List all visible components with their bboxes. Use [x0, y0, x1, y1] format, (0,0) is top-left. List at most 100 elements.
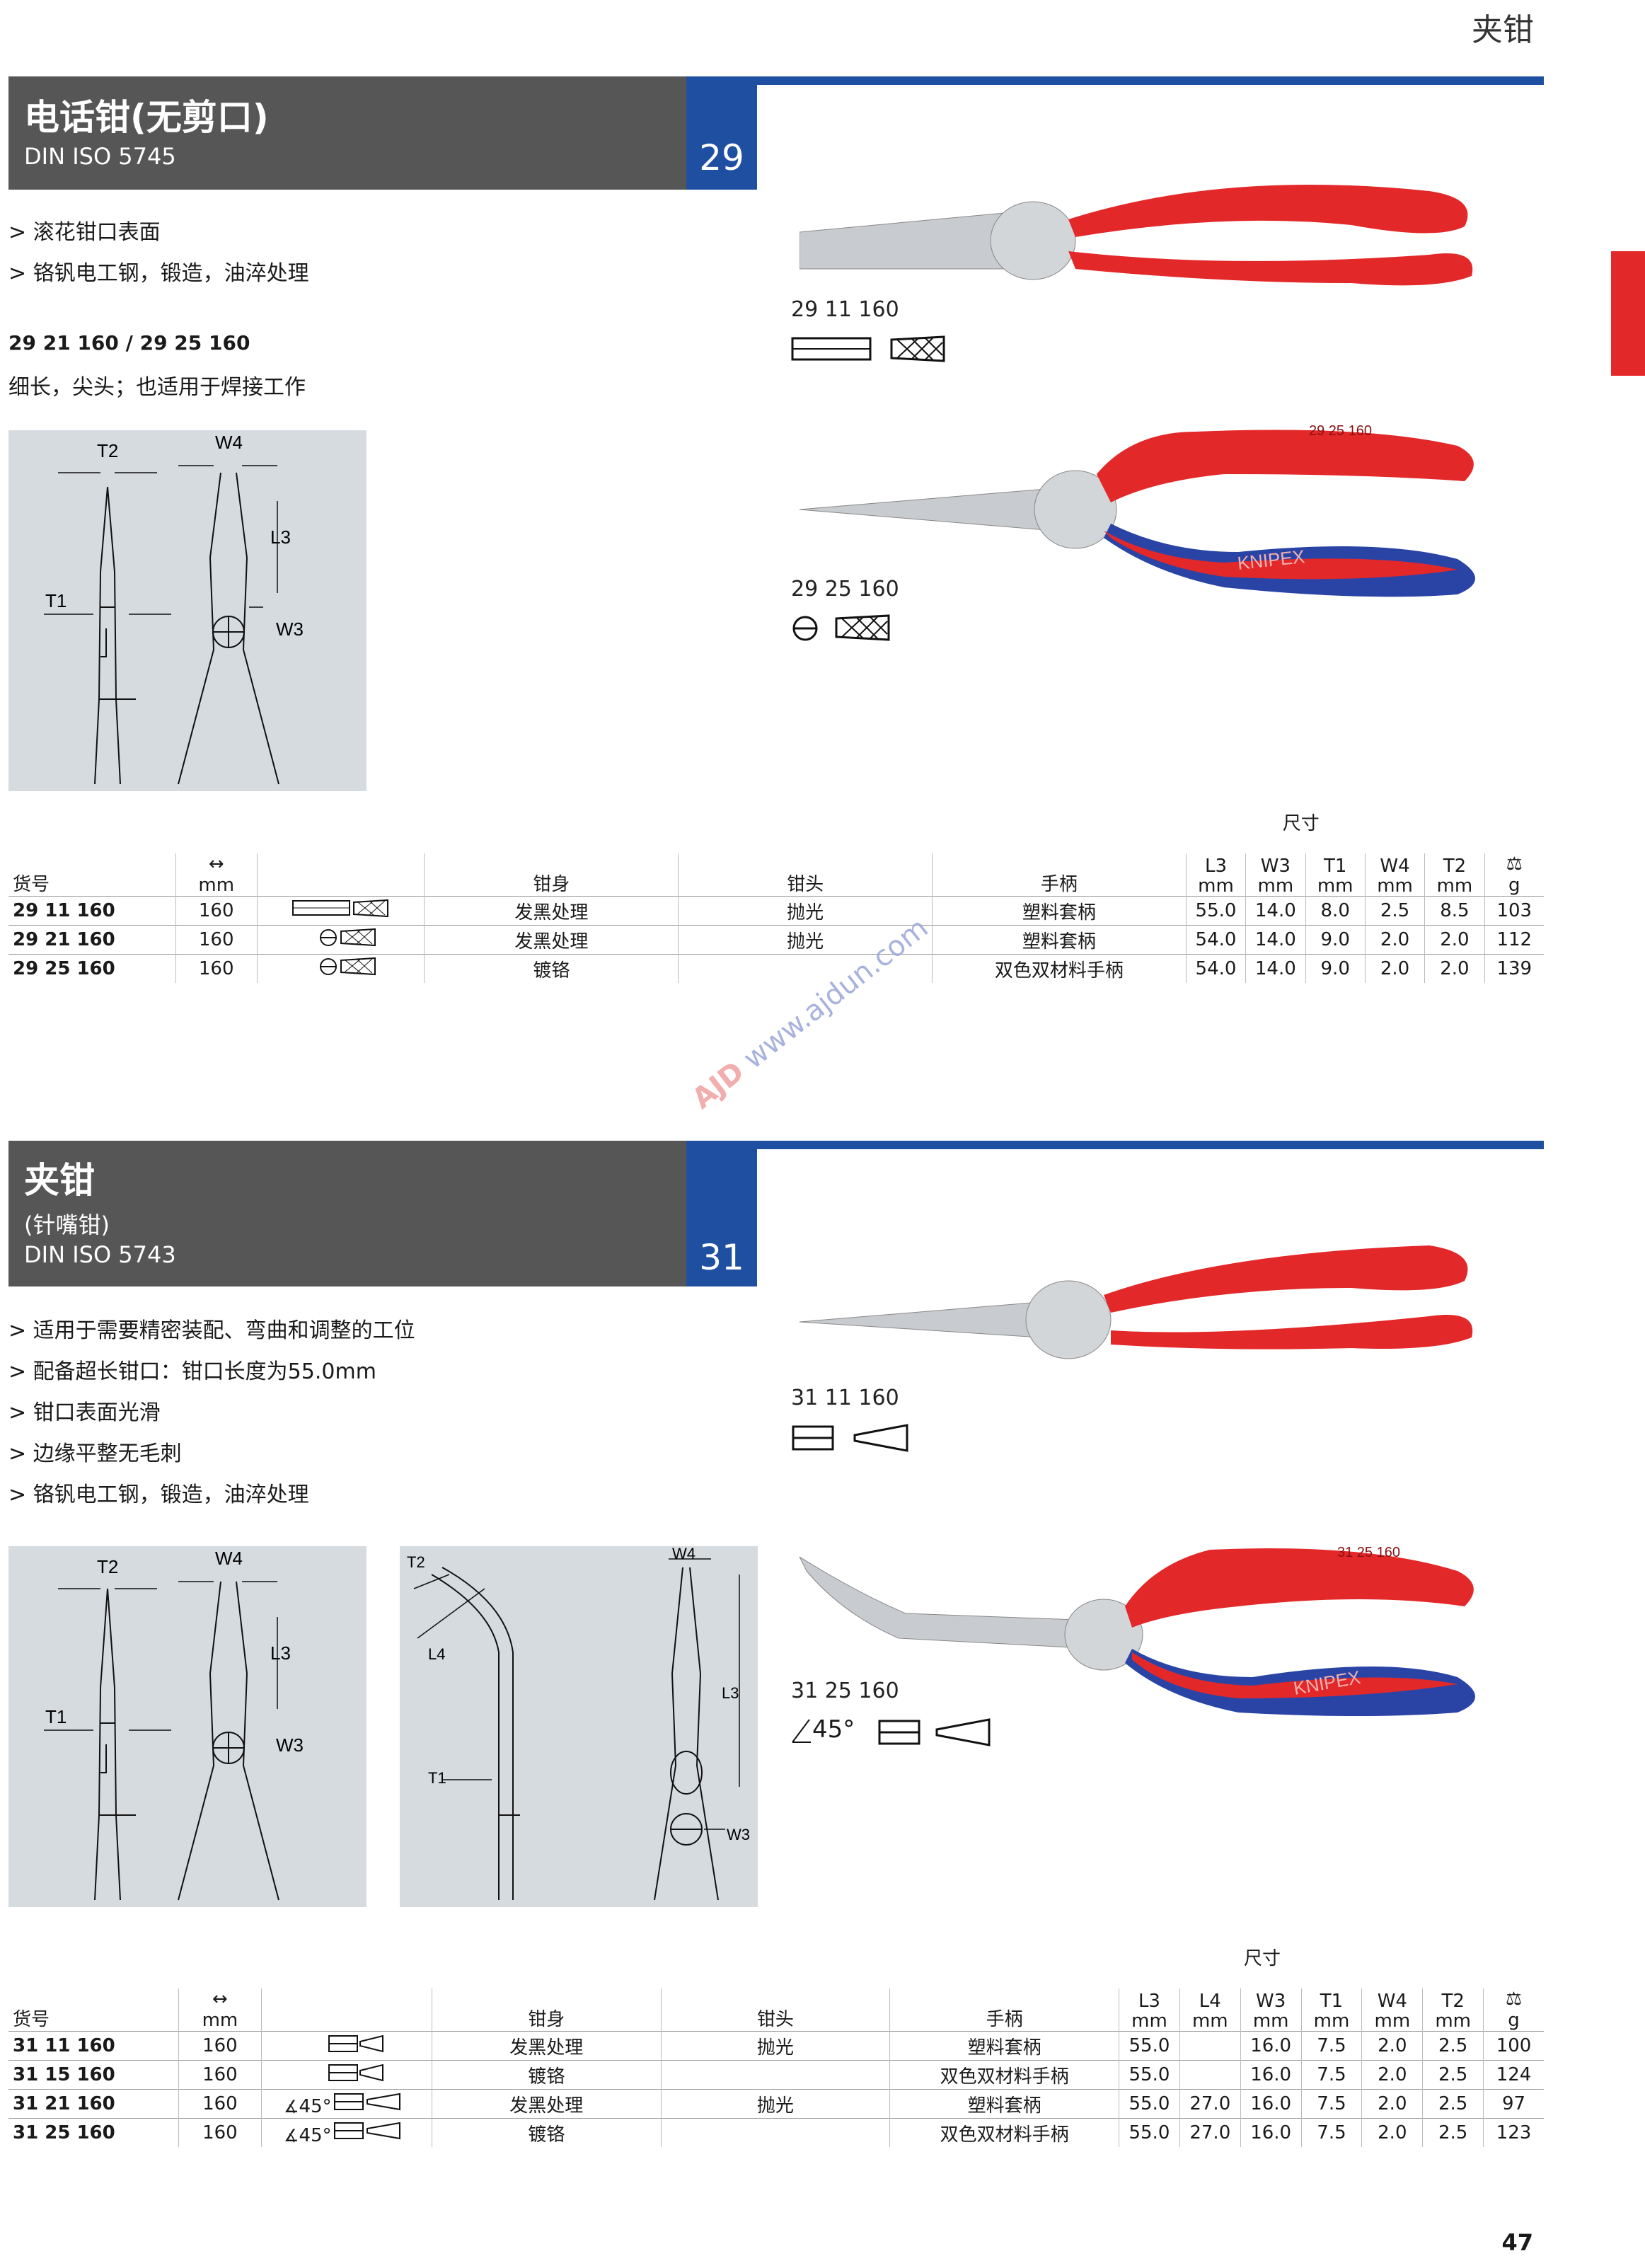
- product-image-31-25-160: KNIPEX 31 25 160: [798, 1536, 1549, 1720]
- col-header-code: 货号: [8, 853, 176, 897]
- round-jaw-icon: [257, 925, 425, 955]
- handle-stamp: 29 25 160: [1309, 423, 1372, 439]
- scale-icon: ⚖: [1505, 1988, 1523, 2010]
- page-number: 47: [1501, 2229, 1533, 2256]
- angle-icon: 45°: [791, 1715, 855, 1745]
- diagram-label: T1: [428, 1769, 446, 1787]
- section1-title: 电话钳(无剪口): [24, 97, 269, 138]
- half-round-jaw-icon: [791, 1424, 836, 1455]
- diagram-label: T1: [45, 1706, 67, 1727]
- length-arrow-icon: ↔: [208, 853, 224, 875]
- section2-title: 夹钳: [24, 1160, 95, 1201]
- diagram-label: W3: [727, 1826, 750, 1843]
- col-header-T1: T1 mm: [1301, 1988, 1363, 2032]
- dimension-diagram-2: T2 W4 L3 T1 W3: [8, 1546, 366, 1907]
- section2-number: 31: [686, 1141, 757, 1286]
- section1-features: > 滚花钳口表面 > 铬钒电工钢，锻造，油淬处理: [8, 212, 309, 294]
- diagram-label: W3: [276, 618, 304, 640]
- handle-stamp: 31 25 160: [1337, 1545, 1400, 1560]
- product-code: 29 25 160: [791, 577, 899, 601]
- col-header-body: 钳身: [424, 853, 679, 897]
- diagram-label: T2: [407, 1553, 425, 1571]
- product-image-29-11-160: [799, 170, 1549, 311]
- section2-standard: DIN ISO 5743: [24, 1241, 176, 1268]
- side-tab-marker: [1611, 251, 1645, 376]
- product-code: 31 25 160: [791, 1679, 899, 1703]
- col-header-head: 钳头: [661, 1988, 891, 2032]
- smooth-taper-icon: [935, 1718, 992, 1749]
- col-header-W3: W3 mm: [1245, 853, 1306, 897]
- section2-features: > 适用于需要精密装配、弯曲和调整的工位 > 配备超长钳口：钳口长度为55.0m…: [8, 1311, 415, 1516]
- product-image-29-25-160: KNIPEX 29 25 160: [799, 418, 1549, 601]
- knurled-icon: [890, 335, 947, 367]
- col-header-W4: W4 mm: [1365, 853, 1426, 897]
- page-category: 夹钳: [1472, 12, 1534, 48]
- col-header-weight: ⚖g: [1484, 853, 1544, 897]
- section1-number: 29: [686, 76, 757, 190]
- diagram-label: L4: [428, 1645, 445, 1663]
- col-header-symbols: [261, 1988, 432, 2032]
- dimension-diagram-3: T2 W4 L3 T1 W3 L4: [400, 1545, 758, 1907]
- col-header-T2: T2 mm: [1424, 853, 1485, 897]
- dims-header: 尺寸: [1244, 1948, 1281, 1969]
- half-round-jaw-icon: [261, 2031, 432, 2061]
- dimension-diagram-1: T2 W4 L3 T1 W3: [8, 430, 366, 791]
- diagram-label: L3: [270, 526, 291, 548]
- section1-header: 电话钳(无剪口) DIN ISO 5745: [8, 76, 686, 190]
- col-header-head: 钳头: [678, 853, 933, 897]
- smooth-taper-icon: [853, 1424, 910, 1455]
- col-header-length: ↔mm: [178, 1988, 262, 2032]
- col-header-length: ↔mm: [175, 853, 258, 897]
- product-code: 29 11 160: [791, 297, 899, 322]
- diagram-label: T2: [97, 1556, 118, 1577]
- feature-item: > 铬钒电工钢，锻造，油淬处理: [8, 1483, 309, 1507]
- half-round-jaw-icon: [877, 1718, 923, 1749]
- feature-item: > 配备超长钳口：钳口长度为55.0mm: [8, 1359, 376, 1384]
- col-header-T2: T2 mm: [1422, 1988, 1484, 2032]
- col-header-body: 钳身: [432, 1988, 662, 2032]
- length-arrow-icon: ↔: [212, 1988, 228, 2010]
- flat-jaw-icon: [791, 335, 876, 367]
- col-header-W3: W3 mm: [1240, 1988, 1302, 2032]
- product-image-31-11-160: [799, 1231, 1549, 1373]
- angle-icon: ∡45°: [261, 2089, 432, 2119]
- diagram-label: W4: [672, 1546, 695, 1562]
- col-header-T1: T1 mm: [1305, 853, 1366, 897]
- angle-icon: ∡45°: [261, 2118, 432, 2147]
- diagram-label: L3: [722, 1684, 739, 1702]
- section1-subheading: 29 21 160 / 29 25 160: [8, 331, 250, 355]
- half-round-jaw-icon: [261, 2060, 432, 2090]
- col-header-W4: W4 mm: [1361, 1988, 1424, 2032]
- feature-item: > 铬钒电工钢，锻造，油淬处理: [8, 261, 309, 286]
- feature-item: > 适用于需要精密装配、弯曲和调整的工位: [8, 1318, 415, 1343]
- col-header-L4: L4 mm: [1179, 1988, 1241, 2032]
- section1-rule: [757, 76, 1544, 85]
- section1-standard: DIN ISO 5745: [24, 143, 176, 170]
- round-jaw-icon: [257, 954, 425, 983]
- diagram-label: L3: [270, 1642, 291, 1664]
- col-header-code: 货号: [8, 1988, 179, 2032]
- col-header-handle: 手柄: [889, 1988, 1120, 2032]
- section2-rule: [757, 1141, 1544, 1149]
- feature-item: > 钳口表面光滑: [8, 1400, 161, 1425]
- dims-header: 尺寸: [1282, 813, 1320, 834]
- feature-item: > 滚花钳口表面: [8, 220, 161, 245]
- round-jaw-icon: [791, 614, 822, 645]
- section2-subtitle: (针嘴钳): [24, 1211, 110, 1238]
- flat-jaw-icon: [257, 896, 425, 926]
- diagram-label: W4: [215, 1548, 243, 1569]
- diagram-label: T2: [97, 440, 118, 461]
- diagram-label: T1: [45, 590, 67, 611]
- feature-item: > 边缘平整无毛刺: [8, 1441, 182, 1466]
